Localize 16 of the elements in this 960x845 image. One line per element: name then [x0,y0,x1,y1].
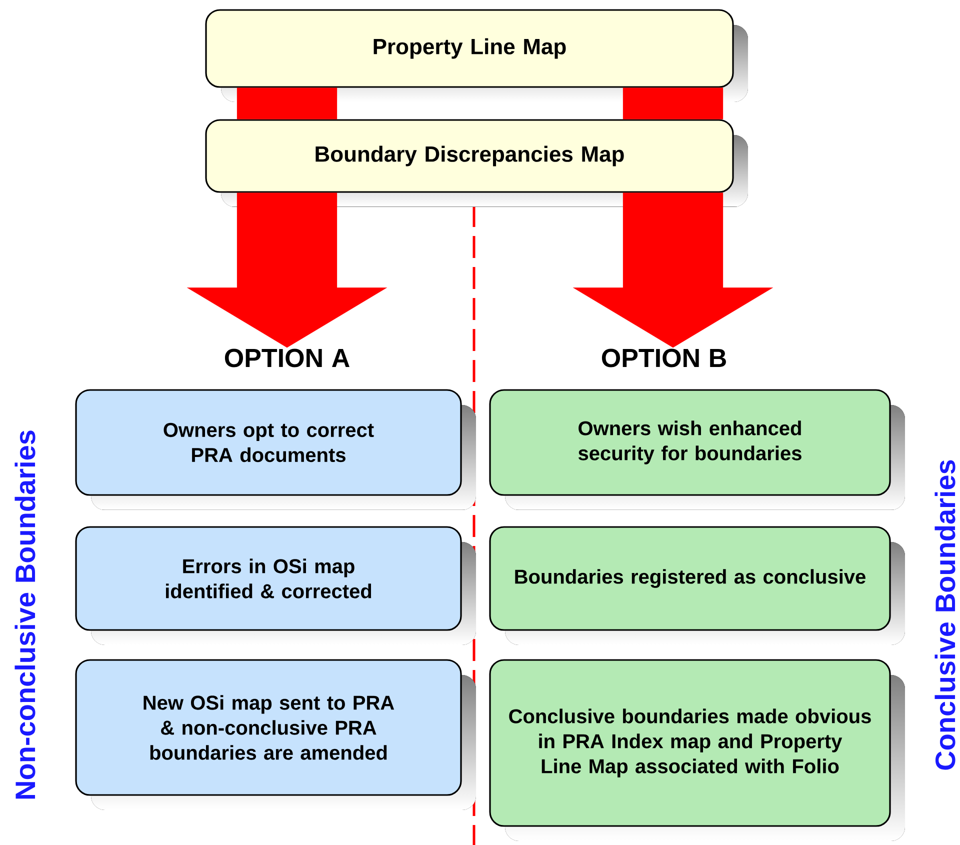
process-box: Boundaries registered as conclusive [489,526,905,645]
side-label: Non-conclusive Boundaries [14,430,36,799]
process-box: New OSi map sent to PRA & non-conclusive PRA boundaries are amended [75,659,476,810]
option-heading: OPTION A [224,348,350,368]
side-label: Conclusive Boundaries [934,460,956,770]
process-box: Boundary Discrepancies Map [205,119,748,207]
block-arrow [572,192,774,348]
process-box: Property Line Map [205,9,748,102]
block-arrow [186,192,388,348]
connector-bar [236,88,338,120]
process-box: Owners wish enhanced security for boundaries [489,389,905,510]
connector-bar [622,88,724,120]
process-box: Conclusive boundaries made obvious in PRA Index map and Property Line Map associated with Folio [489,659,905,841]
process-box: Owners opt to correct PRA documents [75,389,476,510]
option-heading: OPTION B [602,348,726,368]
process-box: Errors in OSi map identified & corrected [75,526,476,645]
